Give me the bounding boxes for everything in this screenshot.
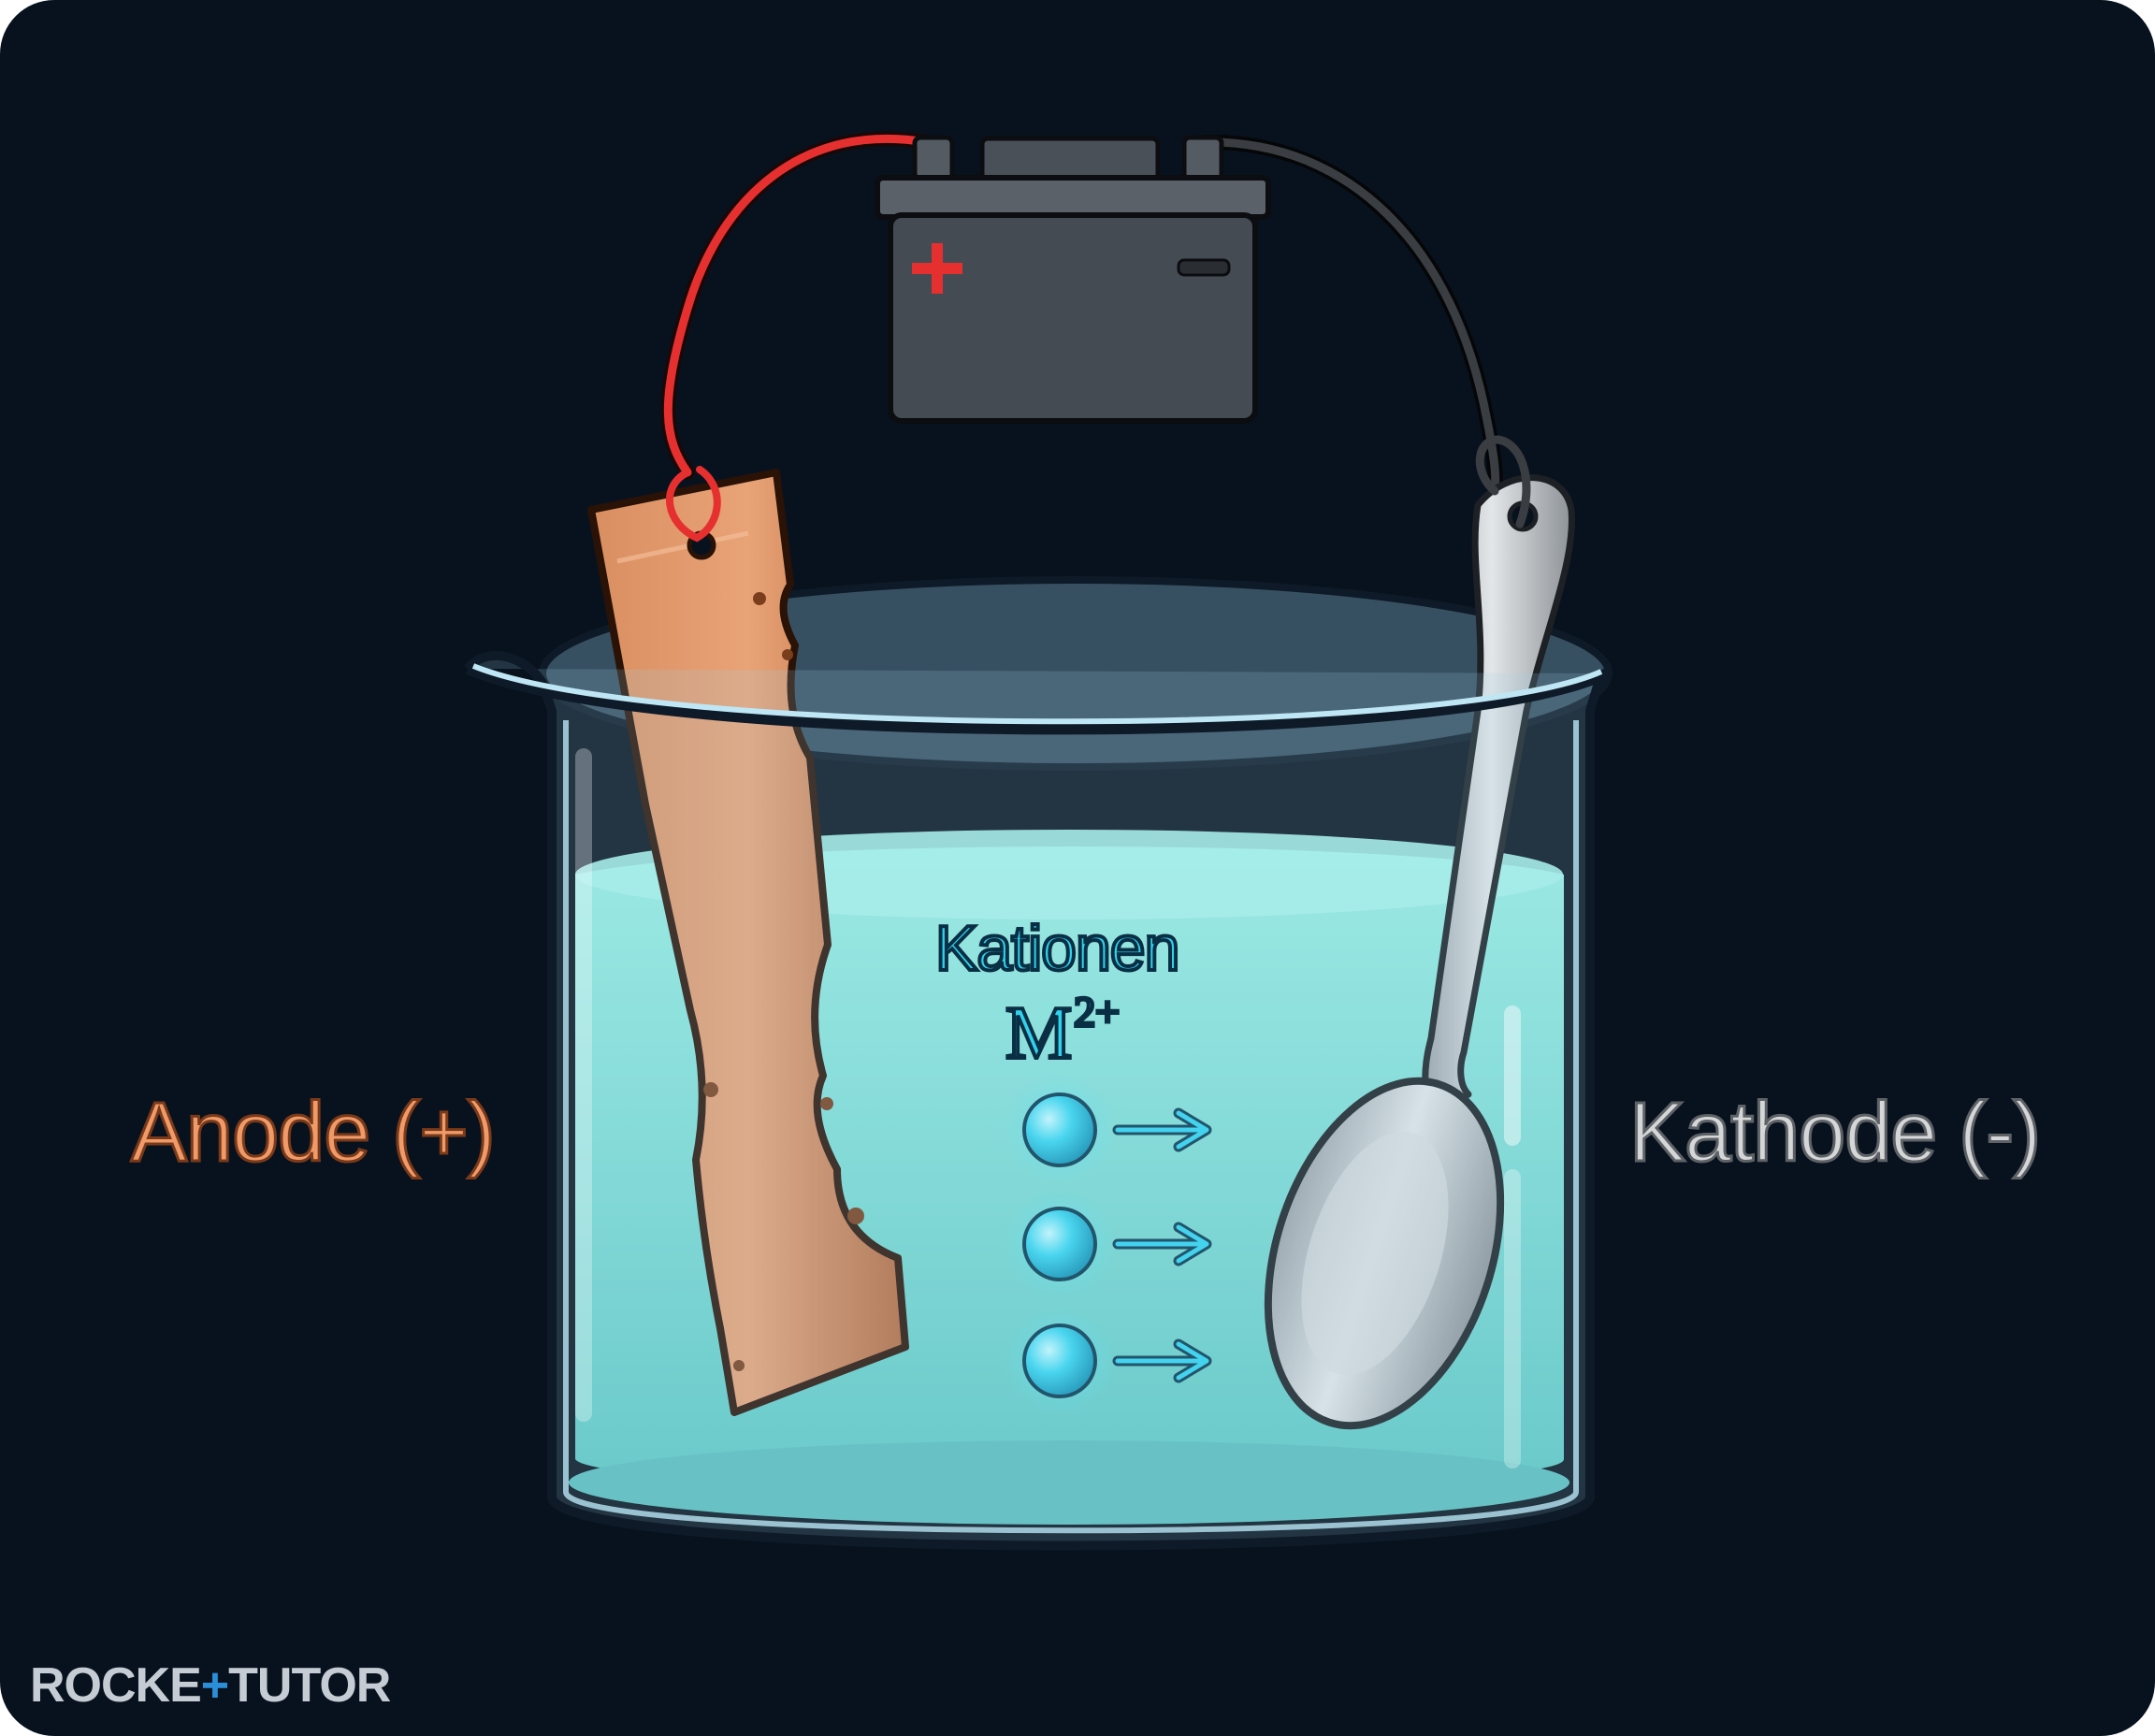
cation-group [1004, 1074, 1212, 1417]
anode-label: Anode (+) [130, 1085, 498, 1181]
battery-negative-terminal-symbol [1177, 258, 1231, 277]
battery [875, 135, 1271, 424]
cations-label: Kationen [933, 911, 1181, 986]
glass-beaker [464, 650, 1606, 1551]
ion-formula: M2+ [1004, 986, 1121, 1077]
ion-symbol: M [1004, 991, 1074, 1077]
ion-charge: 2+ [1072, 986, 1121, 1037]
cation-particle [1022, 1092, 1097, 1167]
cation-particle [1022, 1207, 1097, 1281]
battery-positive-terminal-symbol [912, 243, 962, 294]
spoon-kathode [1264, 474, 1575, 1430]
rocket-tutor-logo: ROCKE+TUTOR [30, 1658, 391, 1713]
cation-particle [1022, 1324, 1097, 1398]
kathode-label: Kathode (-) [1627, 1085, 2042, 1181]
